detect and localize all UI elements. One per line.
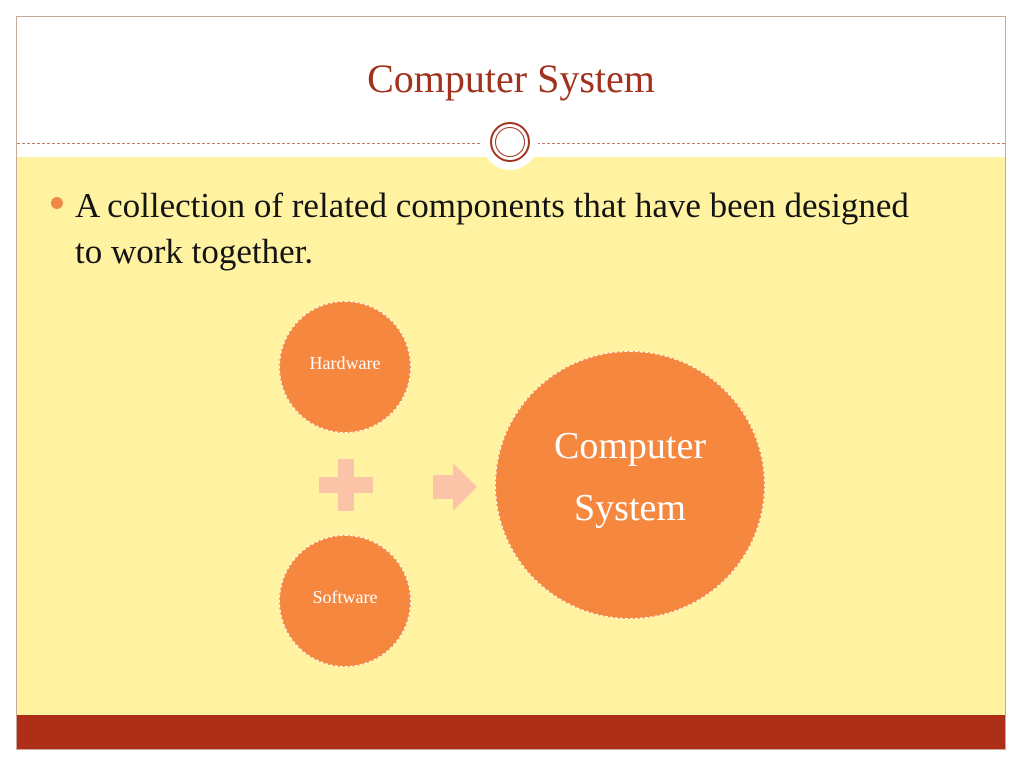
bullet-text: A collection of related components that … <box>75 186 909 271</box>
computer-system-label: Computer System <box>554 425 706 529</box>
slide-title: Computer System <box>367 56 655 101</box>
plus-icon <box>319 459 373 511</box>
footer-bar <box>17 715 1005 749</box>
arrow-right-icon <box>433 463 477 511</box>
software-circle: Software <box>279 535 411 667</box>
hardware-label: Hardware <box>309 352 381 373</box>
software-label: Software <box>312 586 378 607</box>
computer-system-circle: Computer System <box>495 351 765 619</box>
ring-ornament-icon <box>482 114 538 170</box>
slide: Computer System A collection of related … <box>16 16 1006 750</box>
hardware-circle: Hardware <box>279 301 411 433</box>
bullet-dot-icon <box>51 197 63 209</box>
